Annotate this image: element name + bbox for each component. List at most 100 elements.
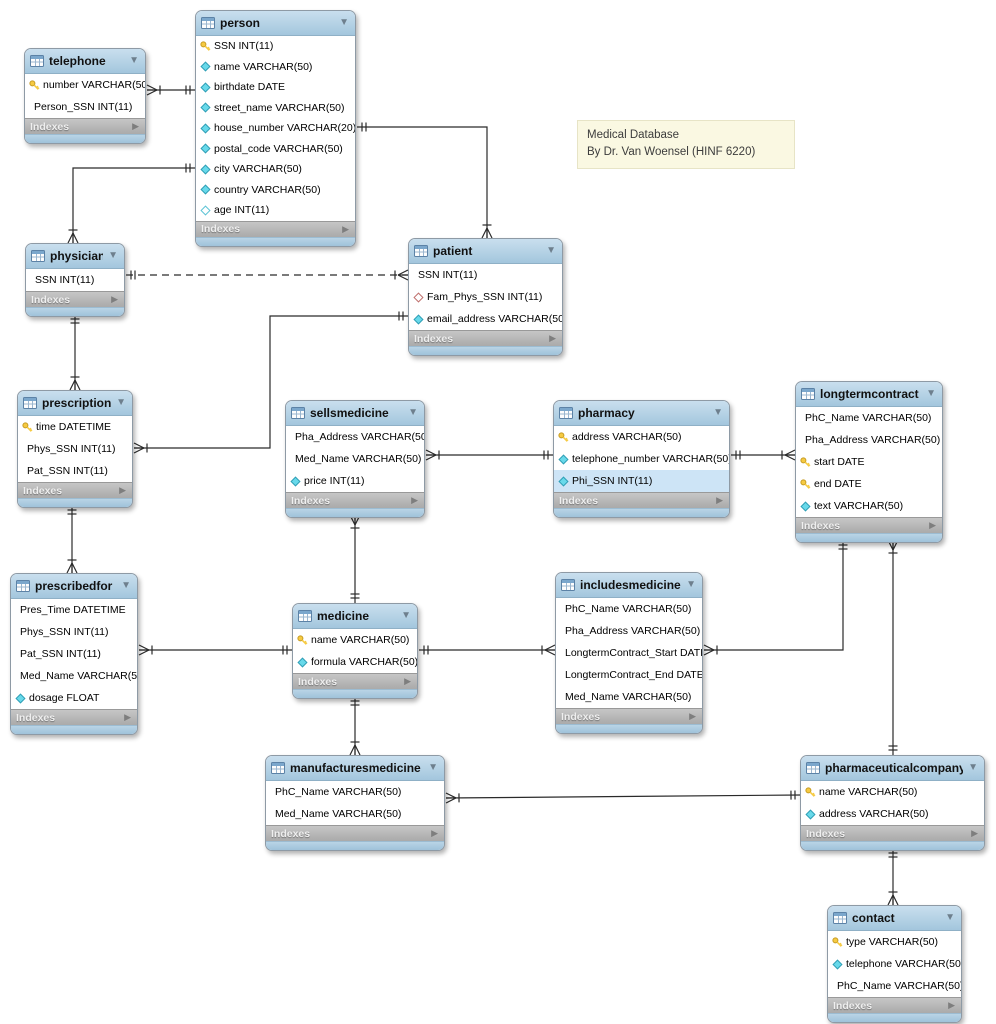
indexes-bar-patient[interactable]: Indexes▶ bbox=[409, 330, 562, 346]
column-row-pharmacy-0[interactable]: address VARCHAR(50) bbox=[554, 426, 729, 448]
table-header-includesmedicine[interactable]: includesmedicine▼ bbox=[556, 573, 702, 598]
indexes-bar-pharmaceuticalcompany[interactable]: Indexes▶ bbox=[801, 825, 984, 841]
chevron-down-icon[interactable]: ▼ bbox=[116, 397, 126, 408]
column-row-person-8[interactable]: age INT(11) bbox=[196, 200, 355, 221]
indexes-bar-manufacturesmedicine[interactable]: Indexes▶ bbox=[266, 825, 444, 841]
indexes-bar-longtermcontract[interactable]: Indexes▶ bbox=[796, 517, 942, 533]
column-row-prescribedfor-0[interactable]: Pres_Time DATETIME bbox=[11, 599, 137, 621]
relationship-prescription-prescribedfor[interactable] bbox=[66, 505, 78, 574]
indexes-bar-telephone[interactable]: Indexes▶ bbox=[25, 118, 145, 134]
relationship-telephone-person[interactable] bbox=[146, 84, 195, 96]
column-row-prescription-2[interactable]: Pat_SSN INT(11) bbox=[18, 460, 132, 482]
chevron-down-icon[interactable]: ▼ bbox=[121, 580, 131, 591]
column-row-contact-0[interactable]: type VARCHAR(50) bbox=[828, 931, 961, 953]
expand-right-icon[interactable]: ▶ bbox=[689, 711, 696, 721]
table-longtermcontract[interactable]: longtermcontract▼PhC_Name VARCHAR(50)Pha… bbox=[795, 381, 943, 543]
chevron-down-icon[interactable]: ▼ bbox=[401, 610, 411, 621]
relationship-physician-patient[interactable] bbox=[126, 269, 409, 281]
column-row-sellsmedicine-2[interactable]: price INT(11) bbox=[286, 470, 424, 492]
table-header-medicine[interactable]: medicine▼ bbox=[293, 604, 417, 629]
indexes-bar-sellsmedicine[interactable]: Indexes▶ bbox=[286, 492, 424, 508]
table-telephone[interactable]: telephone▼number VARCHAR(50)Person_SSN I… bbox=[24, 48, 146, 144]
column-row-longtermcontract-0[interactable]: PhC_Name VARCHAR(50) bbox=[796, 407, 942, 429]
table-header-pharmaceuticalcompany[interactable]: pharmaceuticalcompany▼ bbox=[801, 756, 984, 781]
relationship-physician-prescription[interactable] bbox=[69, 314, 81, 391]
column-row-pharmaceuticalcompany-1[interactable]: address VARCHAR(50) bbox=[801, 803, 984, 825]
chevron-down-icon[interactable]: ▼ bbox=[686, 579, 696, 590]
table-pharmacy[interactable]: pharmacy▼address VARCHAR(50)telephone_nu… bbox=[553, 400, 730, 518]
indexes-bar-prescription[interactable]: Indexes▶ bbox=[18, 482, 132, 498]
column-row-patient-1[interactable]: Fam_Phys_SSN INT(11) bbox=[409, 286, 562, 308]
table-physician[interactable]: physician▼SSN INT(11)Indexes▶ bbox=[25, 243, 125, 317]
relationship-manufacturesmedicine-pharmaceuticalcompany[interactable] bbox=[445, 790, 801, 804]
chevron-down-icon[interactable]: ▼ bbox=[926, 388, 936, 399]
chevron-down-icon[interactable]: ▼ bbox=[968, 762, 978, 773]
table-header-physician[interactable]: physician▼ bbox=[26, 244, 124, 269]
relationship-includesmedicine-longtermcontract[interactable] bbox=[703, 540, 848, 656]
relationship-prescribedfor-medicine[interactable] bbox=[138, 644, 292, 656]
indexes-bar-contact[interactable]: Indexes▶ bbox=[828, 997, 961, 1013]
chevron-down-icon[interactable]: ▼ bbox=[713, 407, 723, 418]
relationship-pharmaceuticalcompany-contact[interactable] bbox=[887, 848, 899, 906]
table-pharmaceuticalcompany[interactable]: pharmaceuticalcompany▼name VARCHAR(50)ad… bbox=[800, 755, 985, 851]
table-header-pharmacy[interactable]: pharmacy▼ bbox=[554, 401, 729, 426]
column-row-person-0[interactable]: SSN INT(11) bbox=[196, 36, 355, 57]
column-row-includesmedicine-4[interactable]: Med_Name VARCHAR(50) bbox=[556, 686, 702, 708]
column-row-telephone-1[interactable]: Person_SSN INT(11) bbox=[25, 96, 145, 118]
column-row-person-1[interactable]: name VARCHAR(50) bbox=[196, 56, 355, 77]
table-header-manufacturesmedicine[interactable]: manufacturesmedicine▼ bbox=[266, 756, 444, 781]
column-row-medicine-0[interactable]: name VARCHAR(50) bbox=[293, 629, 417, 651]
expand-right-icon[interactable]: ▶ bbox=[342, 223, 349, 234]
column-row-person-4[interactable]: house_number VARCHAR(20) bbox=[196, 118, 355, 139]
column-row-patient-2[interactable]: email_address VARCHAR(50) bbox=[409, 308, 562, 330]
table-includesmedicine[interactable]: includesmedicine▼PhC_Name VARCHAR(50)Pha… bbox=[555, 572, 703, 734]
column-row-longtermcontract-4[interactable]: text VARCHAR(50) bbox=[796, 495, 942, 517]
column-row-prescription-1[interactable]: Phys_SSN INT(11) bbox=[18, 438, 132, 460]
column-row-includesmedicine-1[interactable]: Pha_Address VARCHAR(50) bbox=[556, 620, 702, 642]
indexes-bar-physician[interactable]: Indexes▶ bbox=[26, 291, 124, 307]
column-row-prescribedfor-4[interactable]: dosage FLOAT bbox=[11, 687, 137, 709]
expand-right-icon[interactable]: ▶ bbox=[119, 485, 126, 495]
chevron-down-icon[interactable]: ▼ bbox=[339, 17, 349, 28]
column-row-prescribedfor-1[interactable]: Phys_SSN INT(11) bbox=[11, 621, 137, 643]
table-header-contact[interactable]: contact▼ bbox=[828, 906, 961, 931]
relationship-medicine-manufacturesmedicine[interactable] bbox=[349, 696, 361, 756]
table-header-telephone[interactable]: telephone▼ bbox=[25, 49, 145, 74]
relationship-medicine-includesmedicine[interactable] bbox=[419, 644, 556, 656]
relationship-sellsmedicine-pharmacy[interactable] bbox=[425, 449, 553, 461]
column-row-prescription-0[interactable]: time DATETIME bbox=[18, 416, 132, 438]
expand-right-icon[interactable]: ▶ bbox=[411, 495, 418, 505]
expand-right-icon[interactable]: ▶ bbox=[404, 676, 411, 686]
chevron-down-icon[interactable]: ▼ bbox=[945, 912, 955, 923]
relationship-sellsmedicine-medicine[interactable] bbox=[349, 514, 361, 603]
chevron-down-icon[interactable]: ▼ bbox=[546, 245, 556, 256]
column-row-manufacturesmedicine-0[interactable]: PhC_Name VARCHAR(50) bbox=[266, 781, 444, 803]
chevron-down-icon[interactable]: ▼ bbox=[129, 55, 139, 66]
column-row-person-2[interactable]: birthdate DATE bbox=[196, 77, 355, 98]
column-row-sellsmedicine-0[interactable]: Pha_Address VARCHAR(50) bbox=[286, 426, 424, 448]
column-row-includesmedicine-3[interactable]: LongtermContract_End DATE bbox=[556, 664, 702, 686]
expand-right-icon[interactable]: ▶ bbox=[929, 520, 936, 530]
indexes-bar-includesmedicine[interactable]: Indexes▶ bbox=[556, 708, 702, 724]
table-header-longtermcontract[interactable]: longtermcontract▼ bbox=[796, 382, 942, 407]
chevron-down-icon[interactable]: ▼ bbox=[108, 250, 118, 261]
expand-right-icon[interactable]: ▶ bbox=[124, 712, 131, 722]
column-row-longtermcontract-2[interactable]: start DATE bbox=[796, 451, 942, 473]
column-row-longtermcontract-1[interactable]: Pha_Address VARCHAR(50) bbox=[796, 429, 942, 451]
relationship-person-physician[interactable] bbox=[67, 163, 195, 244]
expand-right-icon[interactable]: ▶ bbox=[971, 828, 978, 838]
column-row-patient-0[interactable]: SSN INT(11) bbox=[409, 264, 562, 286]
expand-right-icon[interactable]: ▶ bbox=[549, 333, 556, 343]
expand-right-icon[interactable]: ▶ bbox=[132, 121, 139, 131]
chevron-down-icon[interactable]: ▼ bbox=[408, 407, 418, 418]
relationship-prescription-patient[interactable] bbox=[133, 311, 408, 454]
column-row-person-7[interactable]: country VARCHAR(50) bbox=[196, 179, 355, 200]
column-row-person-3[interactable]: street_name VARCHAR(50) bbox=[196, 97, 355, 118]
table-header-prescribedfor[interactable]: prescribedfor▼ bbox=[11, 574, 137, 599]
indexes-bar-person[interactable]: Indexes▶ bbox=[196, 220, 355, 237]
column-row-manufacturesmedicine-1[interactable]: Med_Name VARCHAR(50) bbox=[266, 803, 444, 825]
column-row-medicine-1[interactable]: formula VARCHAR(50) bbox=[293, 651, 417, 673]
column-row-contact-1[interactable]: telephone VARCHAR(50) bbox=[828, 953, 961, 975]
relationship-longtermcontract-pharmaceuticalcompany[interactable] bbox=[887, 539, 899, 755]
